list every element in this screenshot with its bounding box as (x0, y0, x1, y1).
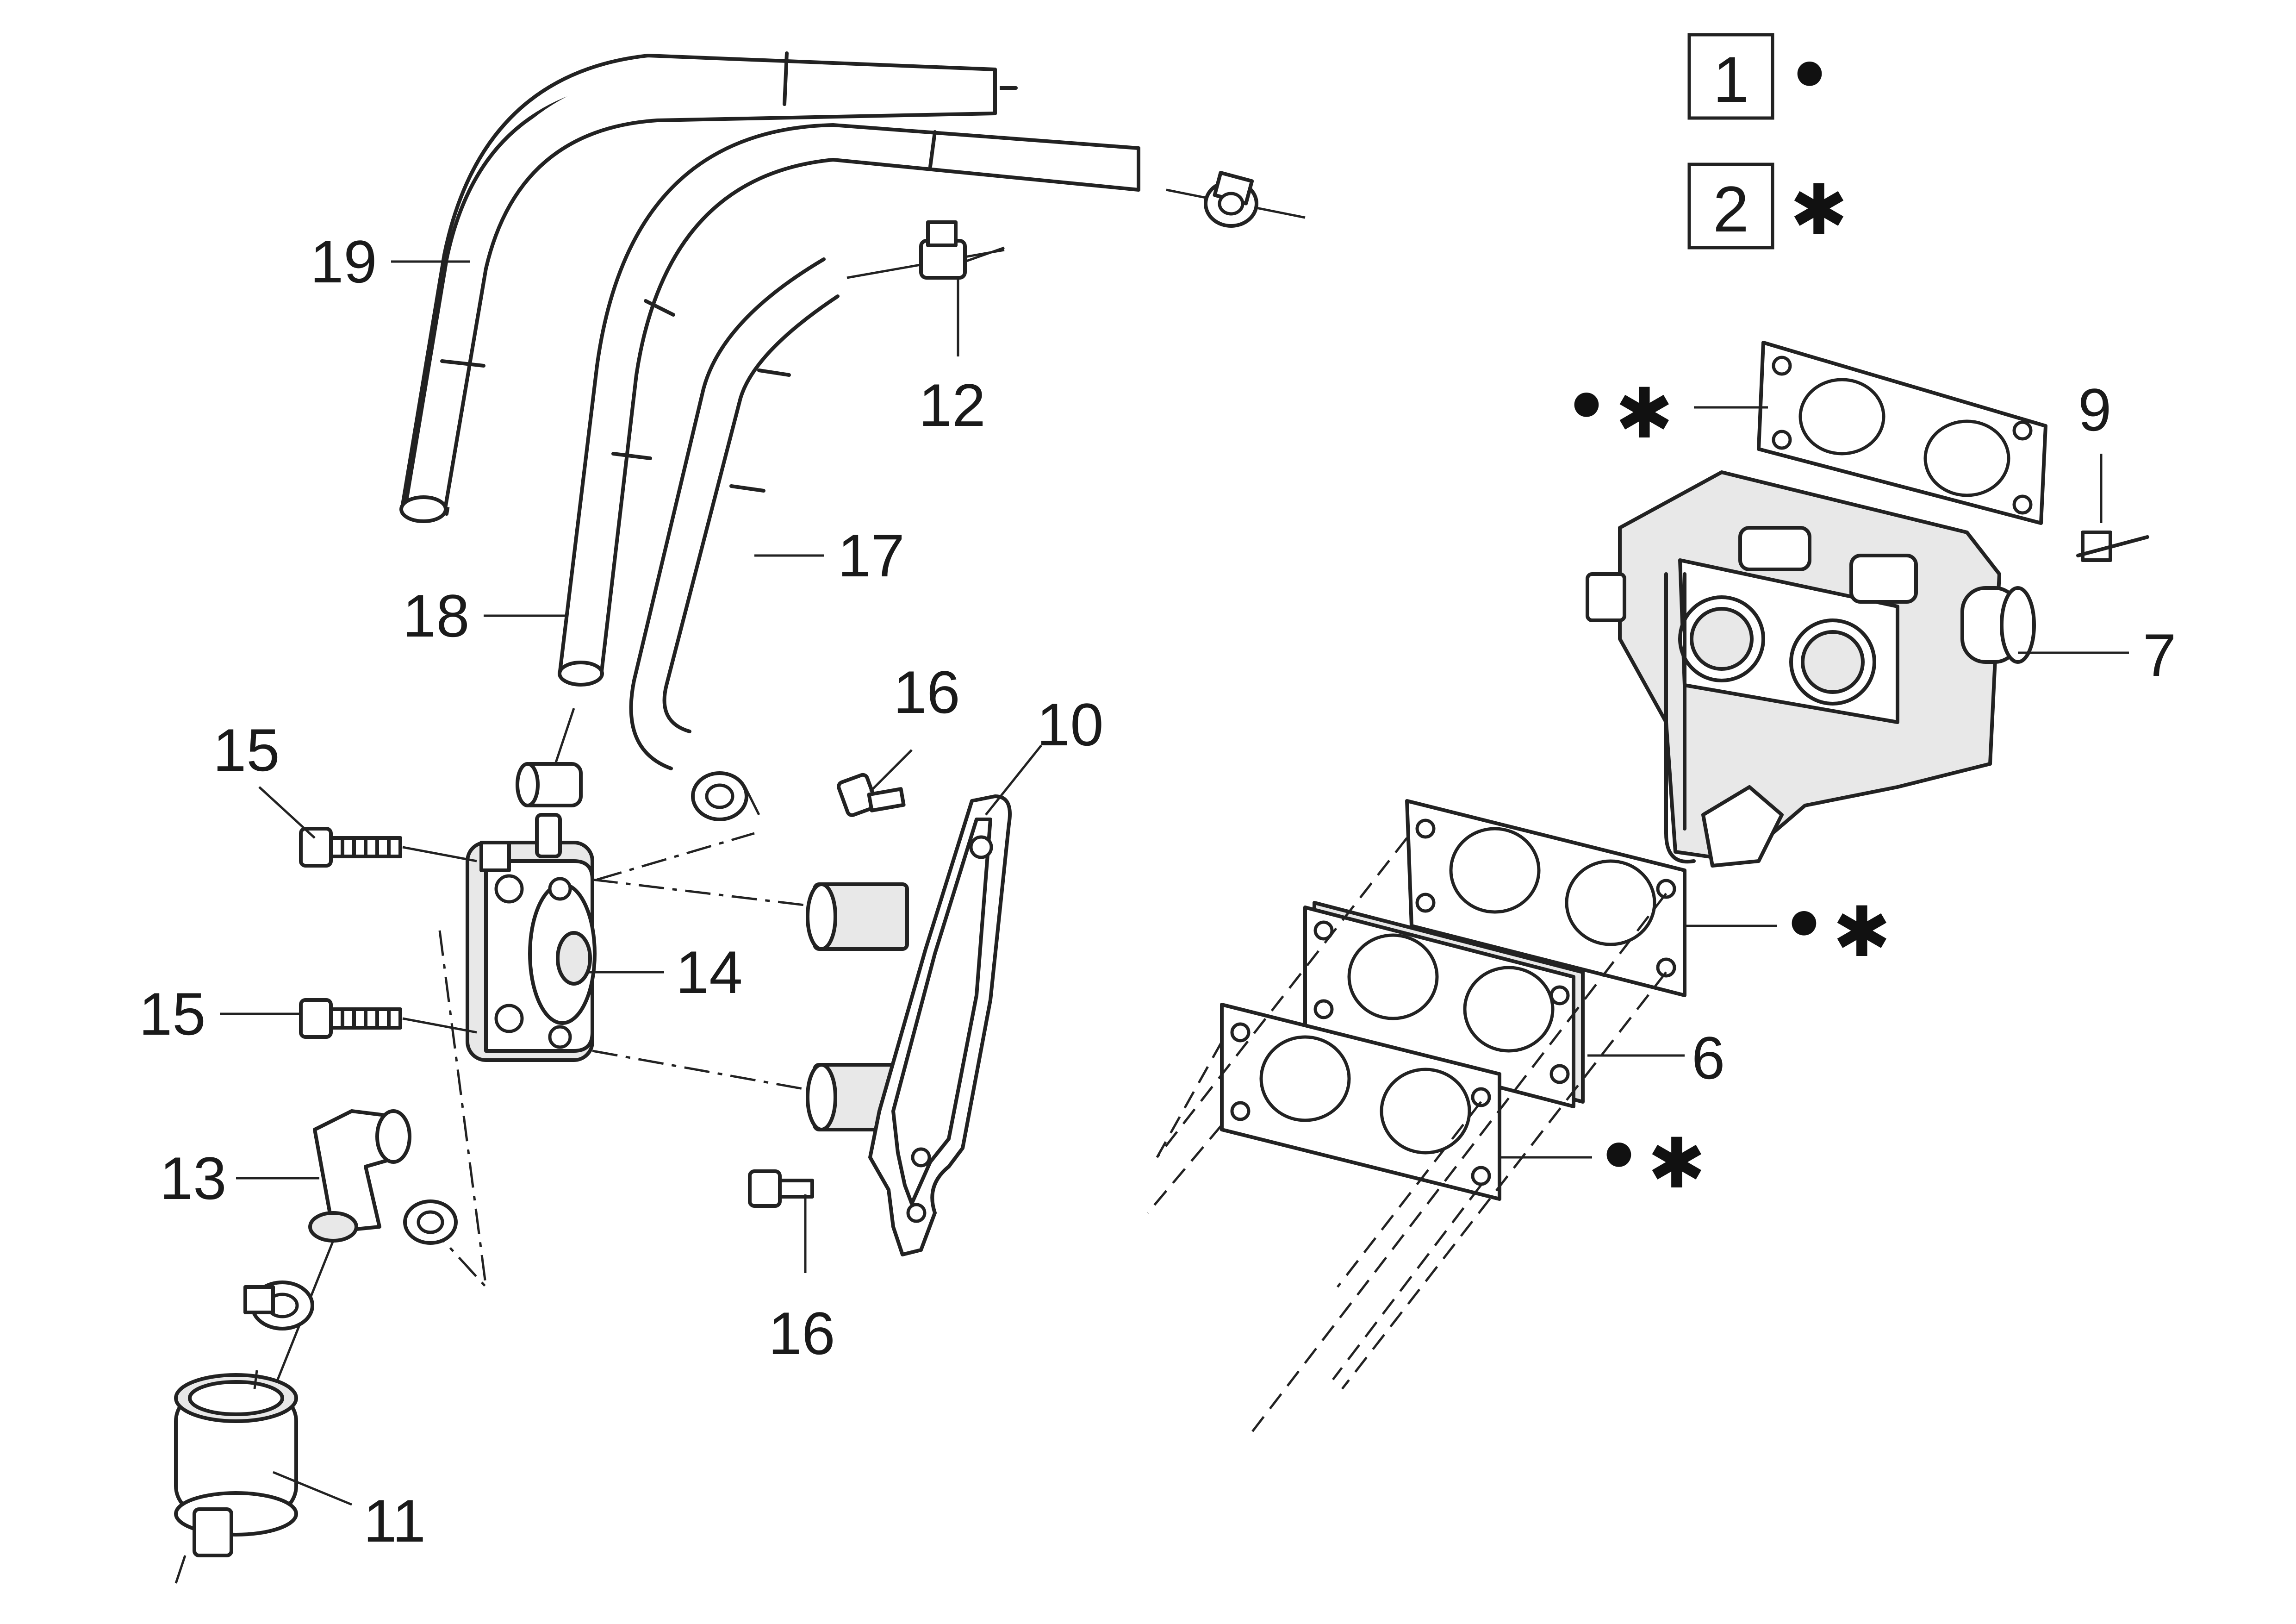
bolt-16-lower (748, 1169, 814, 1208)
fuel-pump-14 (466, 813, 597, 1062)
clamp-12 (919, 220, 1005, 280)
bolt-15-upper (299, 827, 402, 868)
bolt-15-lower (299, 998, 402, 1039)
legend-number-1: 1 (1713, 43, 1749, 116)
hose-17 (628, 257, 840, 770)
callout-15-top: 15 (213, 716, 280, 784)
callout-6: 6 (1692, 1024, 1725, 1092)
gasket-bottom-dot: • (1597, 1117, 1641, 1197)
callout-12: 12 (919, 371, 986, 439)
legend-box-2 (1687, 162, 1774, 250)
plate-10 (868, 794, 1012, 1256)
fitting-18 (516, 762, 583, 807)
gasket-middle-dot: • (1782, 885, 1826, 966)
gasket-top-star: ✱ (1615, 374, 1674, 454)
spacer-6 (1303, 901, 1585, 1108)
elbow-fitting-13 (308, 1109, 411, 1243)
clip-9 (2076, 531, 2149, 562)
callout-19: 19 (310, 228, 377, 295)
legend-symbol-star: ✱ (1790, 170, 1848, 250)
callout-15-bottom: 15 (139, 980, 206, 1048)
gasket-middle-star: ✱ (1833, 892, 1891, 973)
hose-clamp-13 (403, 1199, 458, 1245)
callout-10: 10 (1037, 691, 1104, 758)
callout-16-top: 16 (893, 658, 960, 726)
callout-11: 11 (363, 1487, 426, 1555)
gasket-lower (1220, 1003, 1501, 1201)
fuel-filter-11 (174, 1370, 298, 1584)
callout-18: 18 (403, 582, 470, 650)
callout-17: 17 (838, 522, 905, 589)
hose-18 (558, 119, 1140, 687)
hose-clamp-17 (691, 771, 760, 821)
legend-number-2: 2 (1713, 173, 1749, 245)
legend: 1 • 2 ✱ (1687, 33, 1848, 250)
callout-9: 9 (2078, 376, 2111, 443)
callout-16-bottom: 16 (768, 1299, 835, 1367)
hose-clamp-11 (243, 1280, 314, 1330)
callout-7: 7 (2143, 621, 2176, 689)
gasket-top-dot: • (1564, 367, 1609, 447)
gasket-top (1757, 341, 2047, 525)
hose-19 (399, 51, 1018, 523)
callout-13: 13 (160, 1144, 227, 1212)
gasket-bottom-star: ✱ (1648, 1124, 1706, 1204)
hose-clamp-upper (1204, 171, 1258, 228)
legend-box-1 (1687, 33, 1774, 120)
carburetor-7 (1586, 470, 2036, 868)
bolt-16-upper (837, 773, 906, 817)
legend-symbol-dot: • (1787, 36, 1832, 116)
gasket-upper (1405, 799, 1686, 997)
callout-14: 14 (676, 938, 743, 1006)
